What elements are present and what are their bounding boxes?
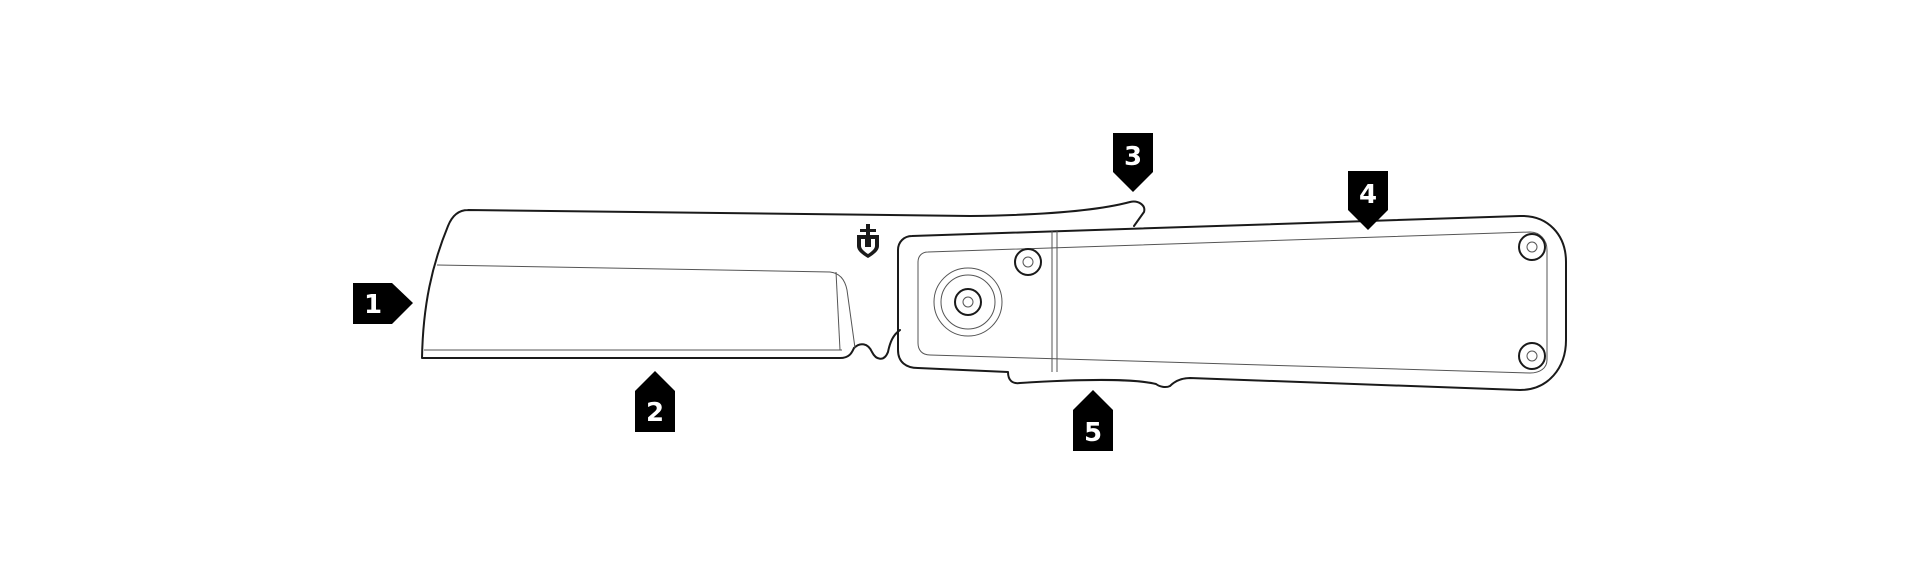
brand-logo-icon <box>857 224 879 258</box>
pivot-screw-center <box>962 296 974 308</box>
callout-2: 2 <box>635 371 675 432</box>
handle-outline <box>897 214 1567 391</box>
callout-1: 1 <box>353 283 413 324</box>
bolster-screw <box>1014 248 1042 276</box>
blade-grind-line <box>436 264 856 349</box>
pivot-outer-ring <box>933 267 1003 337</box>
end-screw-bottom-center <box>1526 350 1538 362</box>
callout-4: 4 <box>1348 171 1388 230</box>
pivot-screw <box>954 288 982 316</box>
end-screw-top <box>1518 233 1546 261</box>
bolster-screw-center <box>1022 256 1034 268</box>
handle <box>897 214 1567 391</box>
callout-2-label: 2 <box>646 398 664 428</box>
end-screw-top-center <box>1526 241 1538 253</box>
handle-inner-panel <box>917 231 1548 374</box>
blade-ricasso-line <box>835 271 841 351</box>
end-screw-bottom <box>1518 342 1546 370</box>
callout-3: 3 <box>1113 133 1153 192</box>
callout-5: 5 <box>1073 390 1113 451</box>
callout-4-label: 4 <box>1359 180 1377 210</box>
callout-5-label: 5 <box>1084 418 1102 448</box>
callout-1-label: 1 <box>364 290 382 320</box>
blade-outline <box>421 200 1146 360</box>
callout-3-label: 3 <box>1124 142 1142 172</box>
blade <box>421 200 1146 360</box>
pivot-inner-ring <box>940 274 996 330</box>
